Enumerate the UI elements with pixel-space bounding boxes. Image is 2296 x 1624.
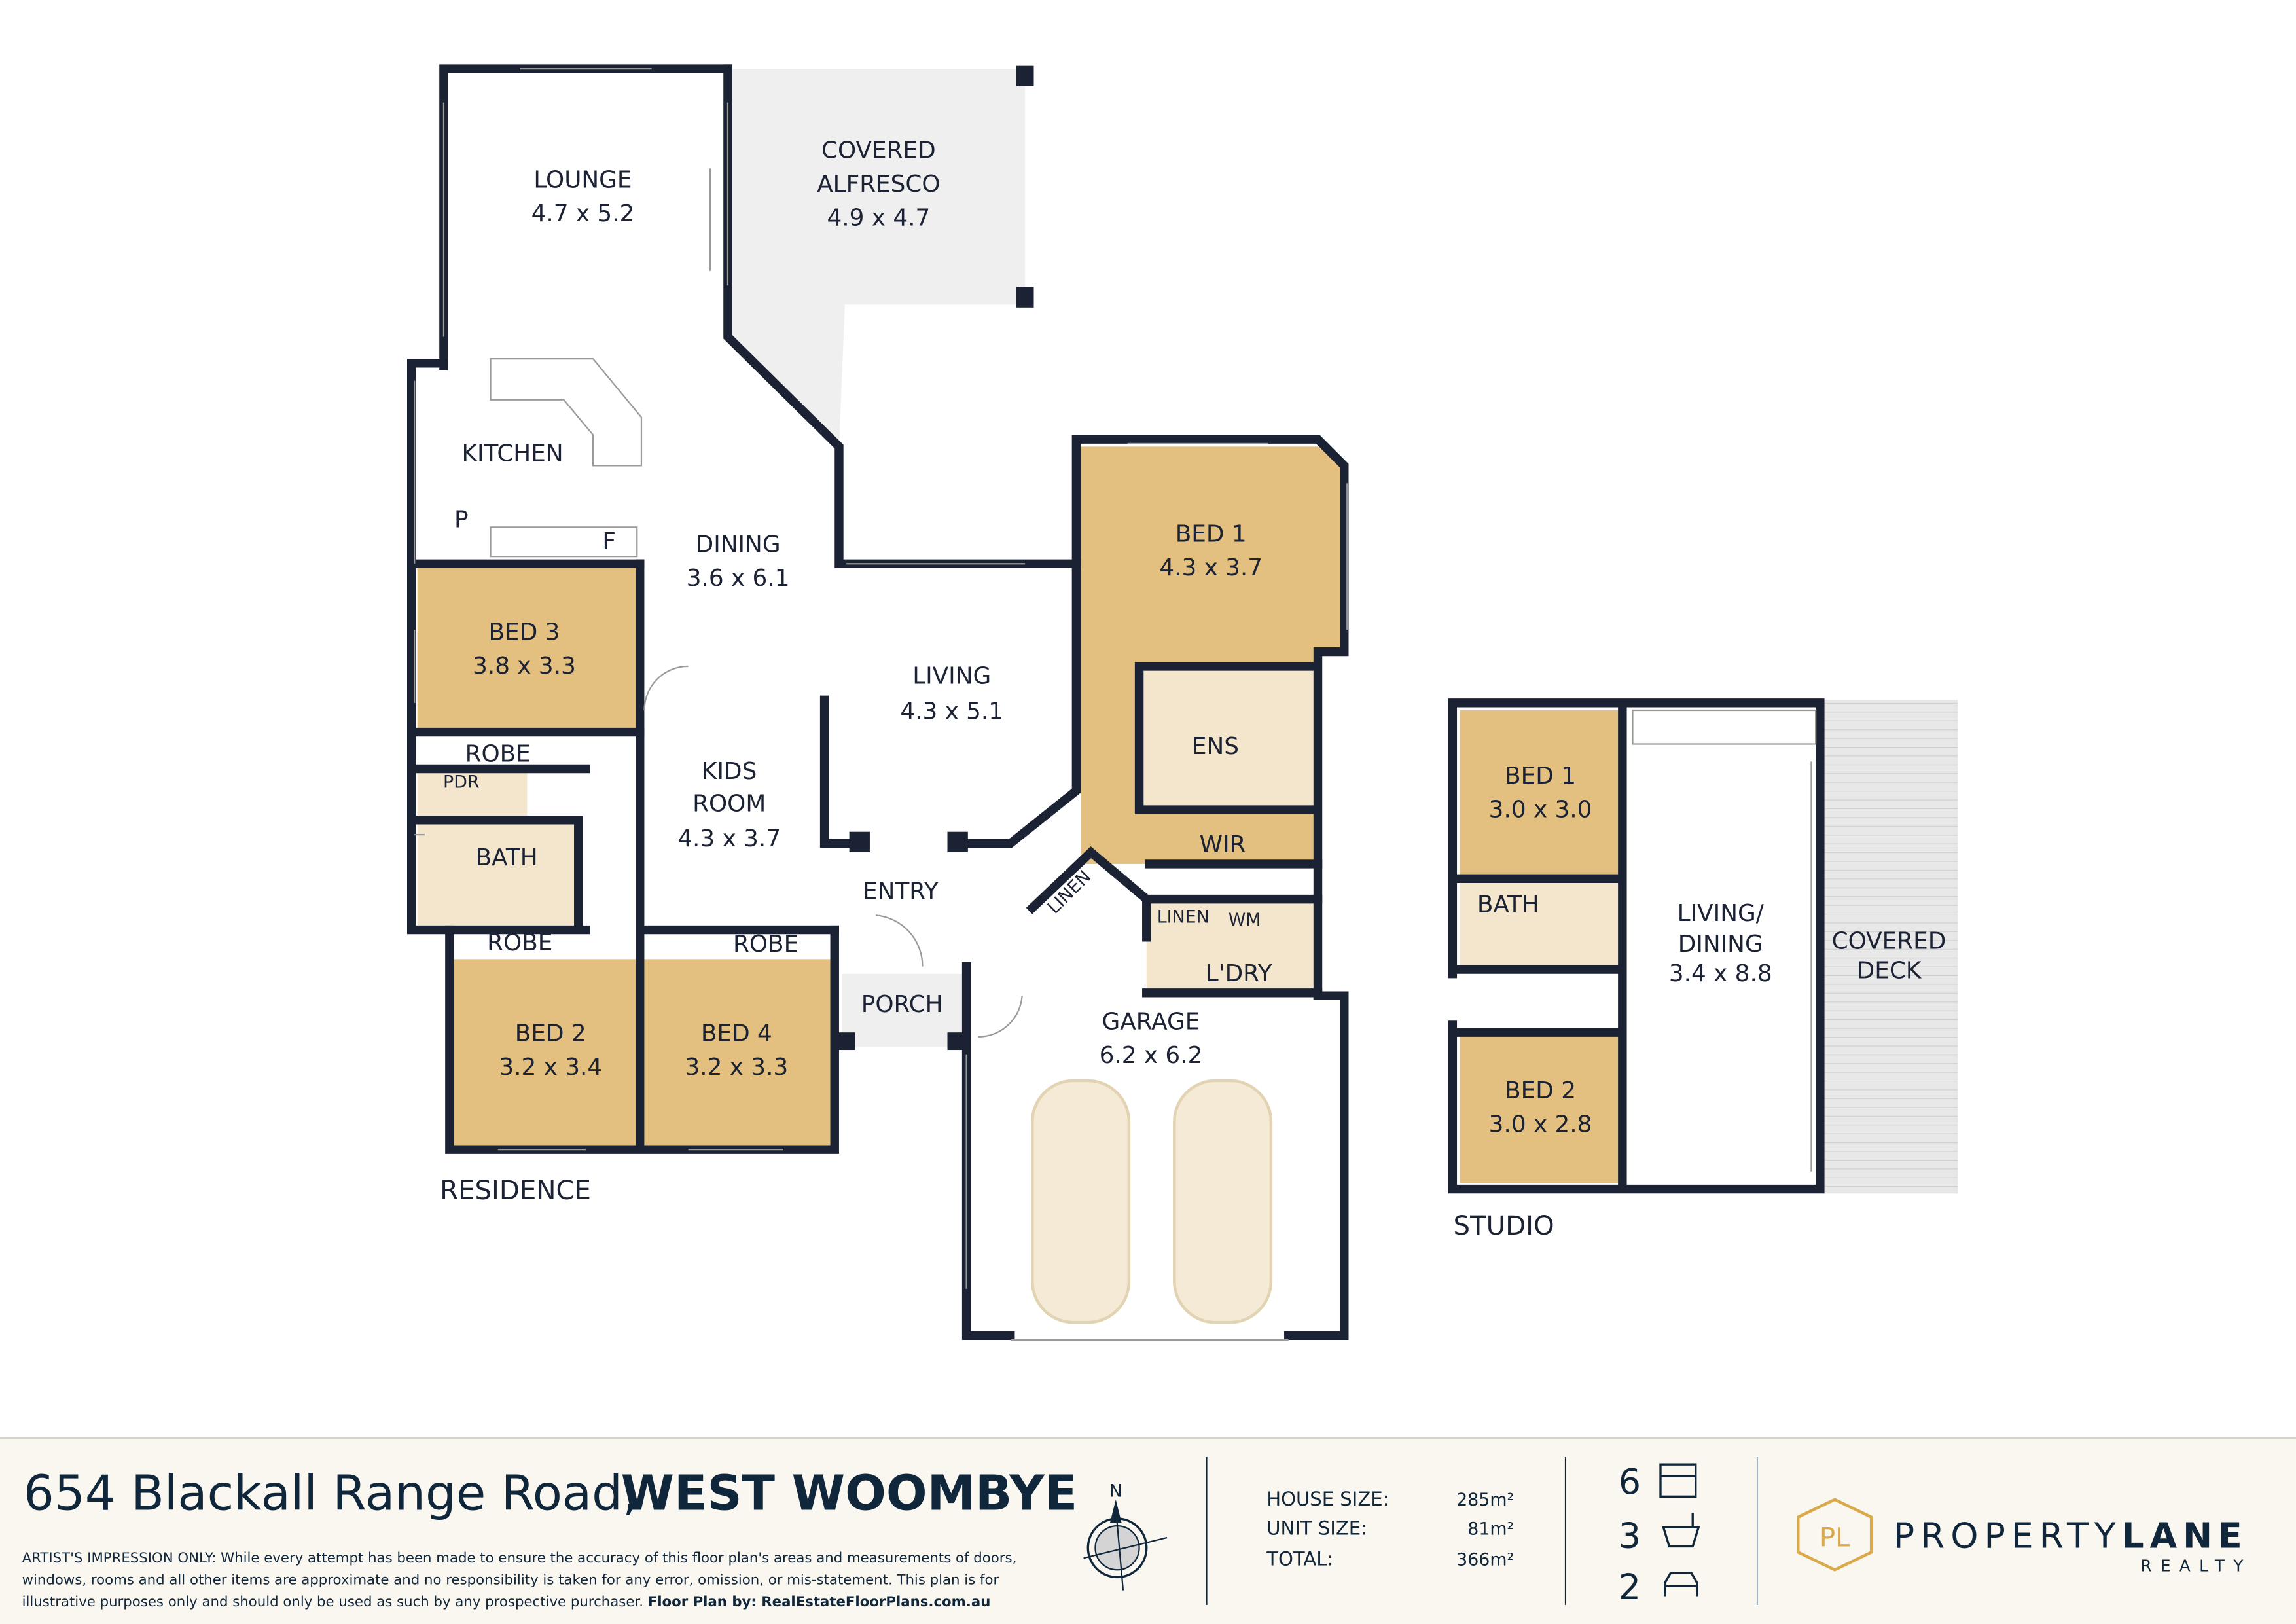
garage-label: GARAGE (1102, 1009, 1200, 1036)
bed3-area (417, 564, 640, 732)
car-icon (1664, 1572, 1698, 1597)
residence-plan: LOUNGE 4.7 x 5.2 COVERED ALFRESCO 4.9 x … (407, 64, 1349, 1341)
studio-bed1-area (1460, 710, 1621, 876)
dining-dims: 3.6 x 6.1 (687, 565, 790, 592)
garage-dims: 6.2 x 6.2 (1100, 1042, 1203, 1069)
svg-text:N: N (1109, 1481, 1122, 1501)
disclaimer: windows, rooms and all other items are a… (22, 1572, 999, 1589)
address-suburb: WEST WOOMBYE (621, 1466, 1078, 1522)
bed1-label: BED 1 (1175, 521, 1247, 548)
bed4-label: BED 4 (701, 1020, 772, 1047)
linen-label: LINEN (1157, 907, 1210, 927)
brand-sub: REALTY (2140, 1556, 2251, 1575)
garage-count: 2 (1619, 1566, 1641, 1608)
alfresco-area (727, 69, 1026, 447)
bath-area (417, 823, 579, 926)
unit-size-label: UNIT SIZE: (1266, 1517, 1367, 1540)
studio-label: STUDIO (1454, 1211, 1554, 1241)
living-dims: 4.3 x 5.1 (900, 698, 1003, 725)
bathroom-count: 3 (1619, 1515, 1641, 1557)
washing-machine-label: WM (1229, 910, 1261, 930)
wir-label: WIR (1200, 831, 1246, 858)
studio-living-label: DINING (1678, 931, 1763, 958)
bed2-area (451, 959, 641, 1150)
studio-bed2-dims: 3.0 x 2.8 (1489, 1111, 1592, 1138)
bed3-label: BED 3 (489, 619, 560, 646)
pantry-label: P (454, 506, 469, 533)
studio-bed1-label: BED 1 (1505, 763, 1576, 789)
laundry-label: L'DRY (1206, 960, 1272, 987)
house-size-label: HOUSE SIZE: (1266, 1488, 1389, 1510)
studio-living-dims: 3.4 x 8.8 (1669, 960, 1772, 987)
covered-deck-label: DECK (1857, 957, 1922, 984)
robe-label: ROBE (487, 929, 552, 956)
bed1-dims: 4.3 x 3.7 (1159, 554, 1263, 581)
alfresco-label: COVERED (821, 137, 936, 164)
alfresco-dims: 4.9 x 4.7 (827, 205, 930, 232)
dining-label: DINING (696, 531, 781, 558)
covered-deck-label: COVERED (1832, 928, 1946, 955)
disclaimer: ARTIST'S IMPRESSION ONLY: While every at… (22, 1550, 1017, 1566)
brand-name: PROPERTY (1893, 1515, 2122, 1557)
bath-label: BATH (476, 844, 538, 871)
unit-size-value: 81m² (1467, 1519, 1514, 1540)
laundry-area (1146, 899, 1318, 993)
bed2-label: BED 2 (515, 1020, 586, 1047)
entry-label: ENTRY (863, 878, 939, 905)
bed-icon (1659, 1463, 1697, 1498)
studio-bed1-dims: 3.0 x 3.0 (1489, 796, 1592, 823)
bed3-dims: 3.8 x 3.3 (473, 653, 576, 679)
footer: 654 Blackall Range Road, WEST WOOMBYE AR… (0, 1437, 2296, 1624)
house-size-value: 285m² (1456, 1490, 1514, 1510)
studio-bath-label: BATH (1477, 892, 1539, 918)
robe-label: ROBE (465, 740, 531, 767)
kitchen-label: KITCHEN (462, 441, 564, 467)
bed2-dims: 3.2 x 3.4 (499, 1054, 602, 1081)
bedroom-count: 6 (1619, 1461, 1641, 1502)
kids-room-dims: 4.3 x 3.7 (677, 825, 781, 852)
powder-room-label: PDR (443, 772, 479, 793)
residence-label: RESIDENCE (440, 1176, 591, 1206)
compass-icon: N (1083, 1481, 1168, 1591)
total-size-label: TOTAL: (1266, 1548, 1333, 1570)
studio-bed2-area (1460, 1032, 1621, 1183)
ensuite-label: ENS (1192, 733, 1239, 760)
studio-plan: BED 1 3.0 x 3.0 BATH BED 2 3.0 x 2.8 LIV… (1448, 698, 1958, 1241)
brand-logo: PL PROPERTYLANE REALTY (1797, 1498, 2251, 1575)
bath-icon (1662, 1512, 1700, 1548)
alfresco-label: ALFRESCO (817, 171, 940, 198)
studio-bed2-label: BED 2 (1505, 1077, 1576, 1104)
porch-label: PORCH (861, 991, 943, 1018)
address-street: 654 Blackall Range Road, (24, 1466, 638, 1522)
svg-text:PL: PL (1820, 1523, 1850, 1553)
bed4-area (644, 959, 835, 1150)
studio-living-label: LIVING/ (1677, 900, 1765, 927)
living-label: LIVING (912, 663, 991, 690)
covered-deck-area (1820, 700, 1958, 1194)
svg-text:PROPERTYLANE: PROPERTYLANE (1893, 1515, 2248, 1557)
porch-area (842, 973, 967, 1047)
fridge-label: F (602, 528, 616, 555)
lounge-dims: 4.7 x 5.2 (531, 200, 635, 227)
disclaimer: illustrative purposes only and should on… (22, 1594, 991, 1610)
total-size-value: 366m² (1456, 1550, 1514, 1570)
kids-room-label: ROOM (692, 790, 766, 817)
bed4-dims: 3.2 x 3.3 (685, 1054, 788, 1081)
robe-label: ROBE (733, 931, 798, 958)
car-icon (1031, 1079, 1273, 1324)
kids-room-label: KIDS (702, 758, 757, 785)
walls (407, 64, 1349, 1341)
lounge-label: LOUNGE (533, 166, 632, 193)
studio-bath-area (1460, 878, 1621, 969)
